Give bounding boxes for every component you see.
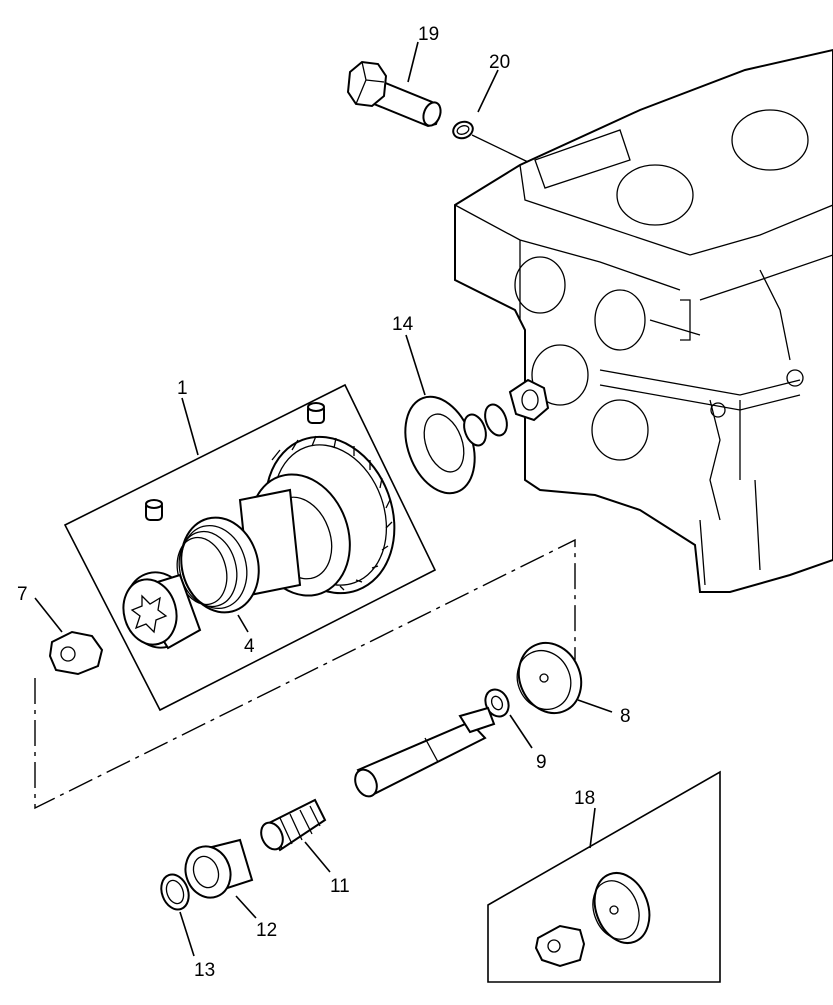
callout-1: 1 bbox=[177, 378, 188, 399]
callout-14: 14 bbox=[392, 314, 414, 335]
callout-11: 11 bbox=[330, 876, 350, 897]
circlip-part-13 bbox=[160, 873, 195, 957]
thrust-washer-part-14 bbox=[404, 334, 550, 495]
callout-12: 12 bbox=[256, 920, 277, 941]
bushing-part-12 bbox=[184, 838, 257, 919]
spring-part-11 bbox=[260, 798, 331, 873]
bolt-part-18 bbox=[346, 41, 442, 128]
engine-block bbox=[454, 48, 833, 593]
callout-18: 19 bbox=[418, 24, 439, 45]
callout-4: 4 bbox=[244, 636, 255, 657]
gear-assembly-part-1 bbox=[63, 383, 437, 712]
alignment-guide-line bbox=[34, 538, 576, 810]
cap-part-8 bbox=[516, 641, 613, 715]
callout-19: 20 bbox=[489, 52, 510, 73]
callout-13: 13 bbox=[194, 960, 215, 981]
kit-part-20 bbox=[487, 770, 721, 983]
washer-part-9 bbox=[484, 688, 533, 749]
callout-9: 9 bbox=[536, 752, 547, 773]
callout-20: 18 bbox=[574, 788, 595, 809]
o-ring-part-19 bbox=[452, 69, 529, 163]
clip-part-7 bbox=[34, 597, 104, 676]
callout-8: 8 bbox=[620, 706, 631, 727]
callout-7: 7 bbox=[17, 584, 28, 605]
shaft bbox=[354, 706, 496, 798]
